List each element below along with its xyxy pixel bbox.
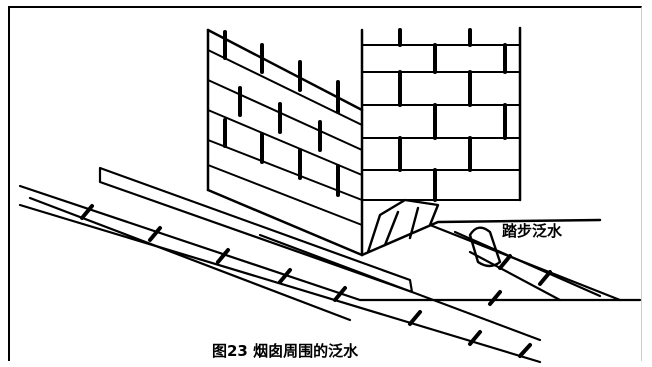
roof-tile-joints — [80, 204, 552, 358]
chimney-left-joints — [223, 30, 340, 197]
chimney-right-joints — [398, 28, 507, 202]
step-flashing-label: 踏步泛水 — [502, 222, 563, 240]
chimney-right-bricks — [361, 44, 521, 201]
side-flashing-strip — [98, 166, 414, 294]
step-flashing-detail — [366, 198, 502, 268]
figure-caption: 图23 烟囱周围的泛水 — [212, 342, 359, 360]
chimney-outline — [206, 26, 602, 257]
